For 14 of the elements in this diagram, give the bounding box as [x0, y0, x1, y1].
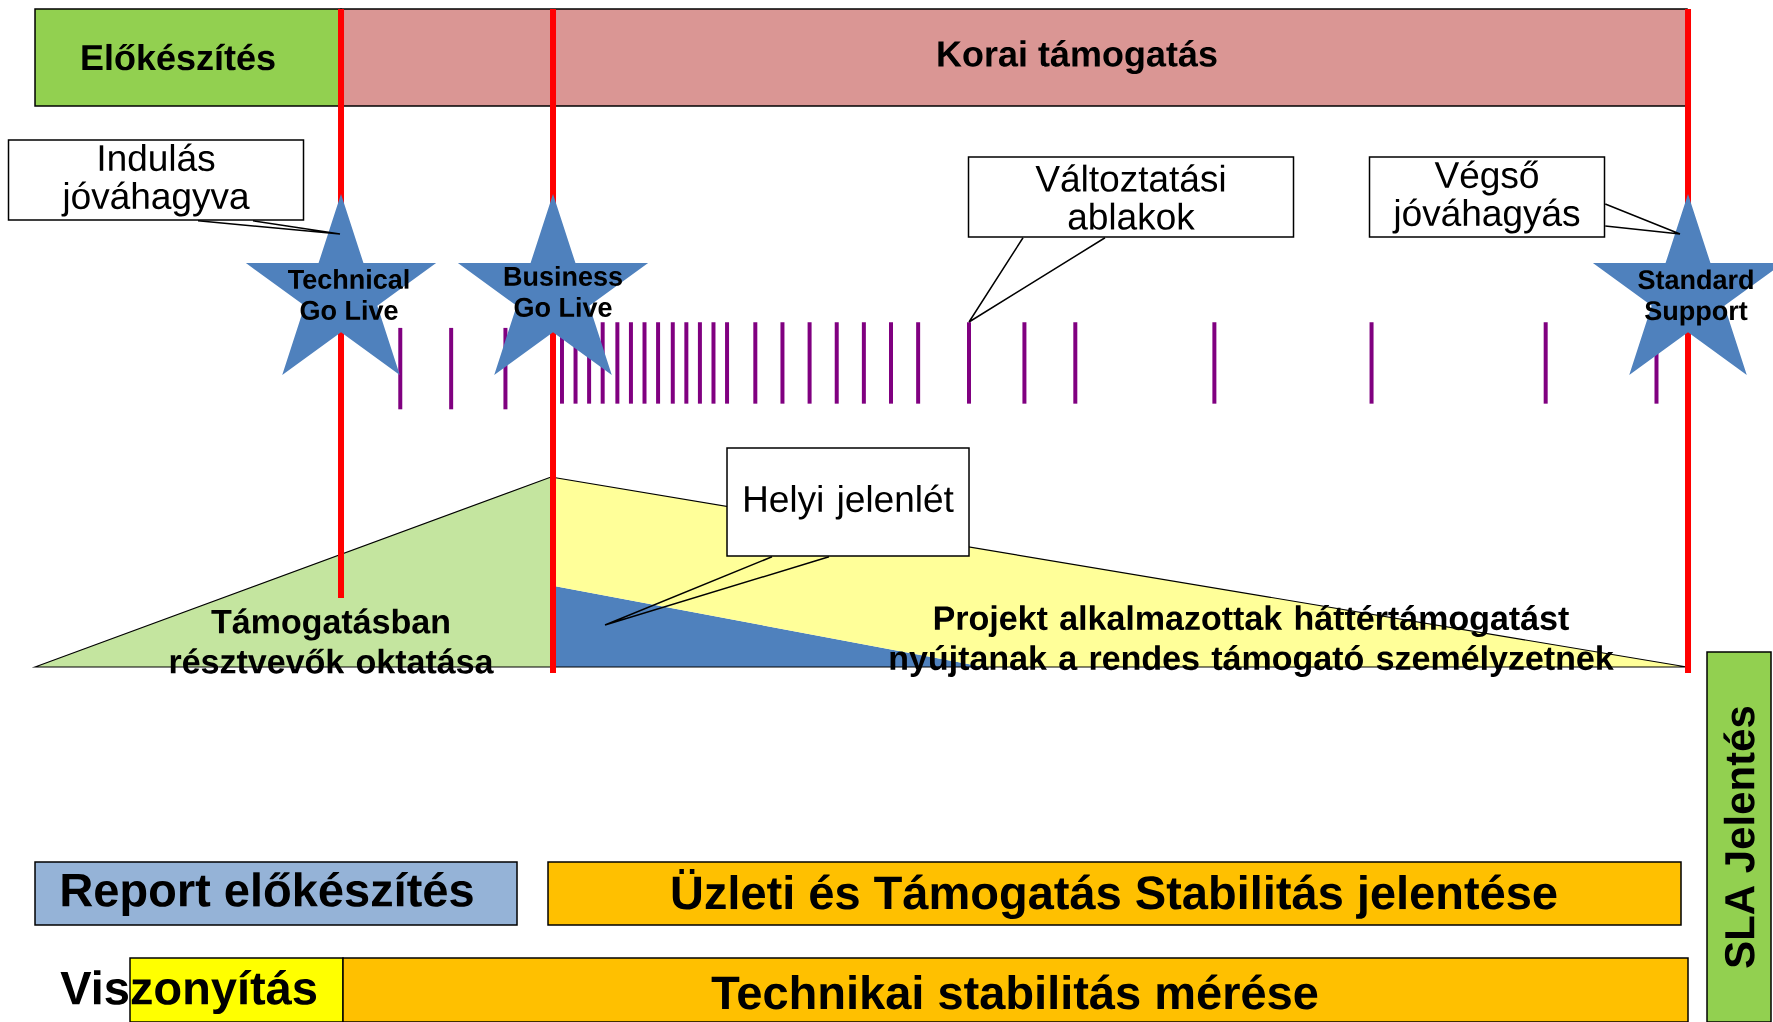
callout-box: Változtatási ablakok — [967, 156, 1295, 238]
callout-box: Végső jóváhagyás — [1368, 156, 1606, 238]
report-bar: Üzleti és Támogatás Stabilitás jelentése — [547, 861, 1682, 926]
leader-line — [968, 237, 1106, 323]
report-bar: Report előkészítés — [34, 861, 518, 926]
phase-bar: Előkészítés — [34, 8, 342, 107]
leader-line — [604, 556, 830, 626]
leader-line — [1604, 203, 1681, 235]
callout-box: Indulás jóváhagyva — [7, 139, 305, 221]
callout-box: Helyi jelenlét — [726, 447, 970, 557]
sla-bar: SLA Jelentés — [1706, 651, 1772, 1022]
leader-line — [197, 220, 341, 235]
measurement-bar: Technikai stabilitás mérése — [342, 957, 1689, 1022]
phase-bar: Korai támogatás — [340, 8, 1688, 107]
